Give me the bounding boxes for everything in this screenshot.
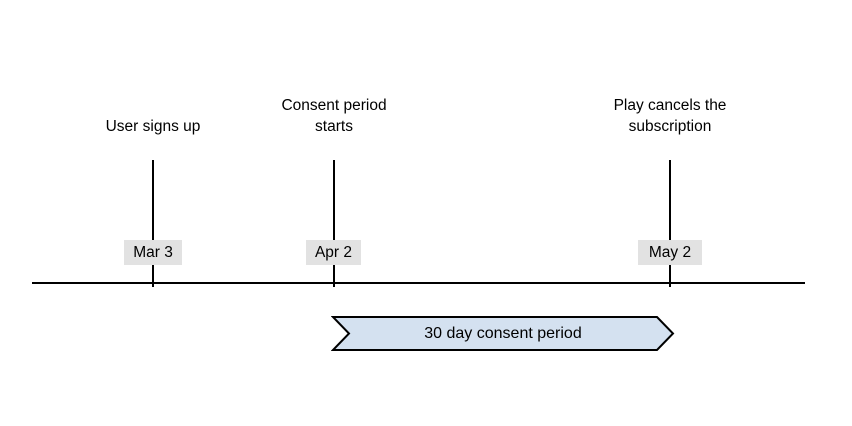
event-date-chip-play-cancels-subscription: May 2 [638,240,702,265]
consent-period-band-polygon [331,316,675,351]
consent-period-band [331,315,675,352]
event-label-consent-period-starts: Consent period starts [281,97,387,135]
event-date-chip-user-signs-up: Mar 3 [124,240,182,265]
event-tick-consent-period-starts [333,160,335,287]
timeline-axis-line [32,282,805,284]
event-label-user-signs-up: User signs up [105,118,201,135]
consent-period-band-shape [331,316,675,351]
event-label-play-cancels-subscription: Play cancels the subscription [613,97,727,135]
event-date-chip-consent-period-starts: Apr 2 [306,240,361,265]
event-tick-play-cancels-subscription [669,160,671,287]
event-tick-user-signs-up [152,160,154,287]
